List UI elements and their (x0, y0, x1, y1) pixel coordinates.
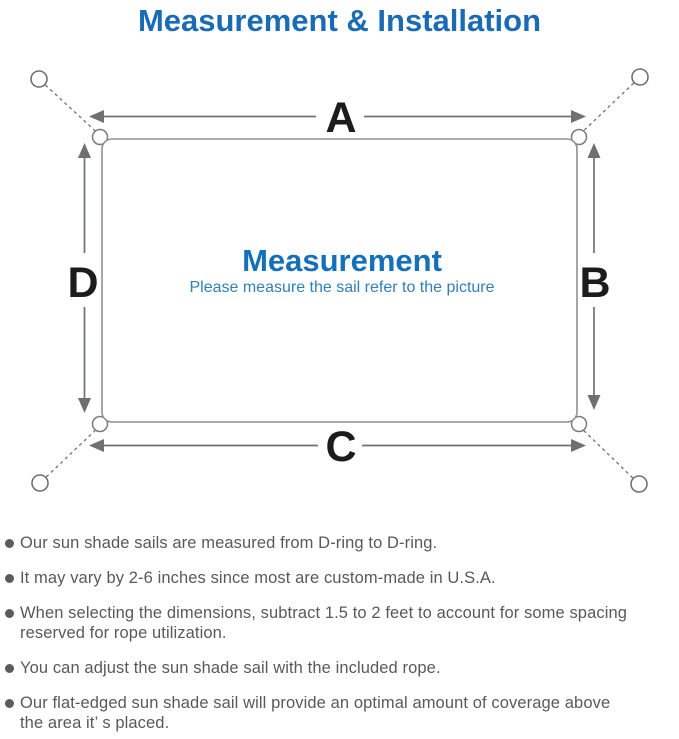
page-title: Measurement & Installation (137, 3, 542, 38)
list-item: Our flat-edged sun shade sail will provi… (0, 693, 669, 733)
measurement-diagram: A B C D Measurement Please measure the s… (30, 68, 649, 493)
dimension-label-d: D (67, 259, 98, 307)
bullet-dot (5, 538, 14, 548)
bullet-dot (5, 608, 14, 618)
dimension-arrow-a (89, 110, 586, 123)
anchor-ring-top-right (631, 68, 649, 86)
dimension-label-c: C (325, 423, 356, 471)
dimension-arrow-d (78, 143, 91, 413)
list-item: Our sun shade sails are measured from D-… (0, 533, 669, 553)
anchor-ring-bottom-right (630, 475, 648, 493)
anchor-ring-top-left (30, 70, 48, 88)
instruction-list: Our sun shade sails are measured from D-… (0, 533, 669, 733)
d-ring-bottom-left (91, 415, 109, 433)
list-item: You can adjust the sun shade sail with t… (0, 658, 669, 678)
diagram-center-subtitle: Please measure the sail refer to the pic… (189, 279, 494, 296)
dimension-arrow-c (89, 439, 586, 452)
list-item-line: reserved for rope utilization. (20, 624, 227, 642)
list-item-line: Our sun shade sails are measured from D-… (20, 534, 438, 552)
list-item-line: It may vary by 2-6 inches since most are… (20, 569, 496, 587)
list-item-line: You can adjust the sun shade sail with t… (20, 659, 441, 677)
list-item-line: Our flat-edged sun shade sail will provi… (20, 694, 611, 712)
shade-sail-outline (101, 138, 578, 423)
dimension-arrow-b (587, 143, 601, 410)
anchor-ring-bottom-left (31, 474, 49, 492)
bullet-dot (5, 663, 14, 673)
d-ring-top-right (570, 128, 588, 146)
d-ring-top-left (91, 128, 109, 146)
bullet-dot (5, 698, 14, 708)
diagram-center-heading: Measurement (242, 243, 442, 278)
dimension-label-a: A (325, 94, 356, 142)
list-item: When selecting the dimensions, subtract … (0, 603, 669, 643)
dimension-label-b: B (579, 259, 610, 307)
list-item-line: When selecting the dimensions, subtract … (20, 604, 628, 622)
tie-line-bottom-left (41, 422, 104, 482)
tie-line-top-right (575, 78, 639, 139)
list-item-line: the area it’ s placed. (20, 714, 170, 732)
bullet-dot (5, 573, 14, 583)
tie-line-top-left (40, 80, 104, 139)
d-ring-bottom-right (570, 415, 588, 433)
tie-line-bottom-right (575, 422, 638, 483)
list-item: It may vary by 2-6 inches since most are… (0, 568, 669, 588)
